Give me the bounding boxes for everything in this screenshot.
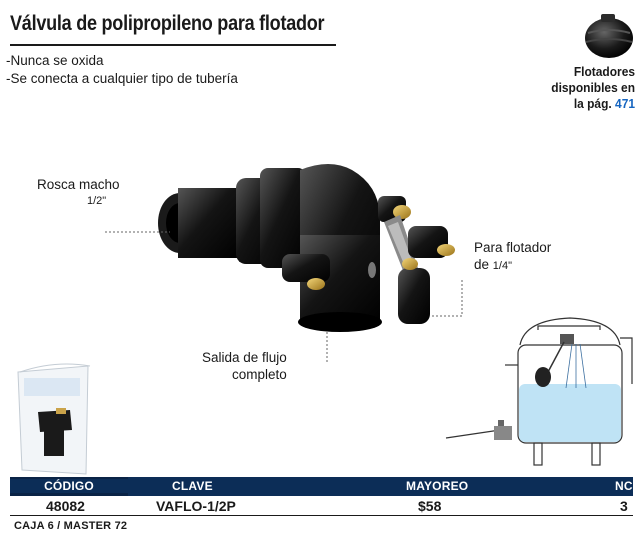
callout-text: completo: [232, 367, 287, 382]
feature-item: -Nunca se oxida: [6, 53, 104, 68]
callout-fraction: 1/4": [492, 260, 512, 272]
callout-text: de 1/4": [474, 256, 551, 275]
float-note-prefix: la pág.: [573, 96, 612, 111]
float-note-line: Flotadores: [573, 64, 635, 79]
cell-code: 48082: [46, 498, 85, 514]
float-availability-note: Flotadores disponibles en la pág. 471: [551, 64, 635, 112]
callout-flow: Salida de flujo completo: [202, 349, 287, 383]
product-title: Válvula de polipropileno para flotador: [10, 12, 325, 35]
packaging-info: CAJA 6 / MASTER 72: [14, 520, 128, 532]
callout-fraction: 1/2": [87, 195, 107, 207]
callout-text: Rosca macho: [37, 177, 120, 192]
header-code: CÓDIGO: [10, 479, 128, 493]
cell-key: VAFLO-1/2P: [156, 498, 236, 514]
header-nc: NC: [615, 479, 633, 493]
feature-list: -Nunca se oxida -Se conecta a cualquier …: [6, 52, 238, 88]
callout-text: Salida de flujo: [202, 350, 287, 365]
tank-water: [519, 384, 621, 442]
catalog-page-link[interactable]: 471: [615, 96, 635, 111]
cell-wholesale: $58: [418, 498, 442, 514]
callout-thread: Rosca macho 1/2": [37, 176, 120, 210]
callout-text: de: [474, 257, 490, 272]
float-note-line: disponibles en: [551, 80, 635, 95]
table-bottom-rule: [10, 515, 633, 516]
header-key: CLAVE: [172, 479, 213, 493]
callout-float: Para flotador de 1/4": [474, 239, 551, 275]
feature-item: -Se conecta a cualquier tipo de tubería: [6, 71, 238, 86]
callout-text: Para flotador: [474, 240, 552, 255]
header-wholesale: MAYOREO: [406, 479, 469, 493]
table-header: [10, 477, 633, 496]
float-note-line: la pág. 471: [551, 96, 635, 112]
title-underline: [10, 44, 336, 46]
cell-nc: 3: [620, 498, 628, 514]
